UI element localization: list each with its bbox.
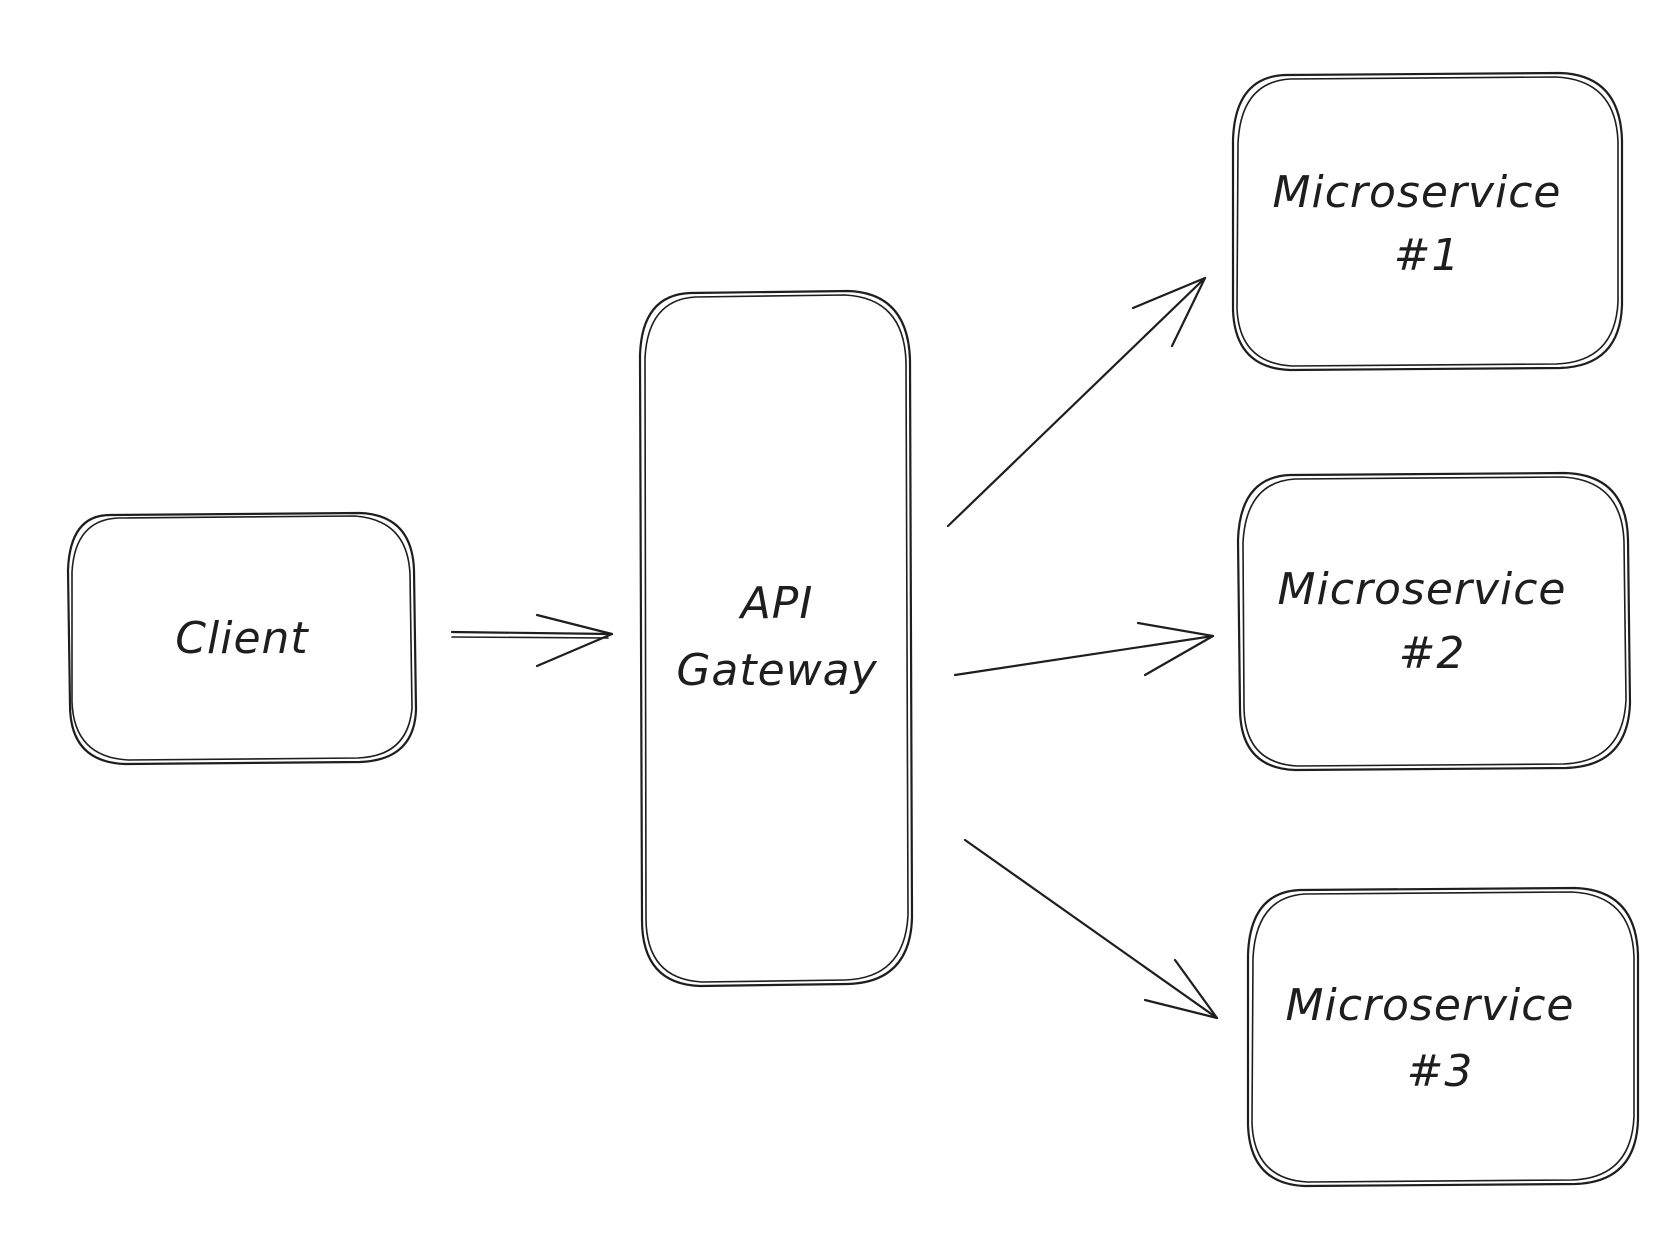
arrow-gateway-to-ms3 — [963, 838, 1219, 1020]
microservice-3-node[interactable]: Microservice #3 — [1246, 886, 1640, 1188]
microservice-3-label-line1: Microservice — [1286, 980, 1575, 1031]
client-node[interactable]: Client — [66, 511, 418, 766]
api-gateway-node[interactable]: API Gateway — [638, 289, 914, 988]
arrow-gateway-to-ms1 — [946, 276, 1207, 528]
api-gateway-label-line1: API — [738, 578, 814, 629]
microservice-2-label-line2: #2 — [1399, 628, 1466, 679]
microservice-1-node[interactable]: Microservice #1 — [1231, 71, 1624, 372]
microservice-3-label-line2: #3 — [1407, 1046, 1474, 1097]
arrow-gateway-to-ms2 — [953, 621, 1215, 677]
api-gateway-label-line2: Gateway — [676, 645, 877, 696]
microservice-2-label-line1: Microservice — [1278, 564, 1567, 615]
microservice-1-label-line2: #1 — [1394, 230, 1461, 281]
microservice-1-label-line1: Microservice — [1273, 167, 1562, 218]
client-label: Client — [175, 613, 309, 664]
microservice-2-node[interactable]: Microservice #2 — [1236, 471, 1632, 772]
arrow-client-to-gateway — [450, 613, 614, 668]
